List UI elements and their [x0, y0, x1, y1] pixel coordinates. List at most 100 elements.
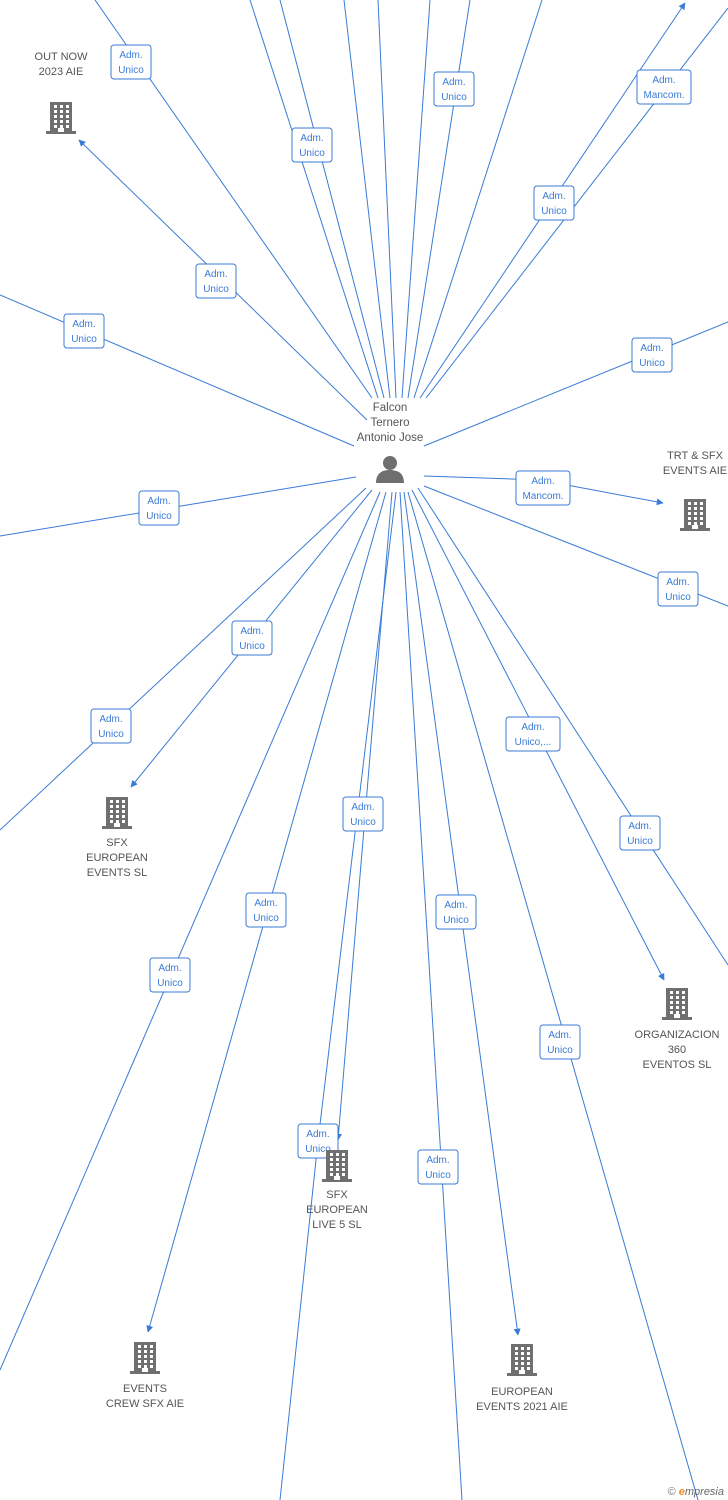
- relation-badge-box: [63, 313, 105, 349]
- relation-badge[interactable]: Adm.Mancom.: [515, 470, 571, 506]
- relation-badge-box: [657, 571, 699, 607]
- relation-badge[interactable]: Adm.Unico: [297, 1123, 339, 1159]
- relation-badge[interactable]: Adm.Unico: [149, 957, 191, 993]
- relation-badge-box: [619, 815, 661, 851]
- relation-badge-text: Adm.: [442, 77, 465, 88]
- company-label: EVENTS 2021 AIE: [476, 1401, 568, 1413]
- relation-badge-box: [291, 127, 333, 163]
- relation-badge-text: Unico: [350, 817, 376, 828]
- relation-badge-text: Adm.: [72, 319, 95, 330]
- relation-badge-box: [636, 69, 692, 105]
- relation-line: [425, 7, 728, 399]
- relation-badge-text: Unico: [639, 358, 665, 369]
- relation-badge-text: Adm.: [426, 1155, 449, 1166]
- building-icon[interactable]: [102, 797, 132, 829]
- relation-badge[interactable]: Adm. Unico: [342, 796, 384, 832]
- building-icon[interactable]: [507, 1344, 537, 1376]
- relation-badge-box: [433, 71, 475, 107]
- relation-badge-box: [417, 1149, 459, 1185]
- relation-badge[interactable]: Adm. Unico: [435, 894, 477, 930]
- relation-badge[interactable]: Adm.Unico: [195, 263, 237, 299]
- relation-badge-text: Unico: [305, 1144, 331, 1155]
- relation-badge-text: Unico: [157, 978, 183, 989]
- building-icon[interactable]: [322, 1150, 352, 1182]
- relation-badge-text: Adm.: [542, 191, 565, 202]
- company-label: SFX: [106, 837, 128, 849]
- brand-initial: e: [678, 1486, 685, 1498]
- relation-badge[interactable]: Adm. Mancom.: [636, 69, 692, 105]
- relation-badge[interactable]: Adm.Unico: [110, 44, 152, 80]
- relation-line: [401, 0, 431, 399]
- relation-badge-box: [90, 708, 132, 744]
- relation-line: [399, 491, 463, 1500]
- relation-badge-box: [435, 894, 477, 930]
- relation-badge-box: [515, 470, 571, 506]
- relation-badge[interactable]: Adm. Unico: [539, 1024, 581, 1060]
- person-icon[interactable]: [376, 456, 404, 483]
- relation-badge[interactable]: Adm.Unico: [657, 571, 699, 607]
- relation-badge-text: Adm.: [119, 50, 142, 61]
- relation-badge[interactable]: Adm. Unico: [533, 185, 575, 221]
- relation-badge-box: [138, 490, 180, 526]
- relation-badge[interactable]: Adm.Unico: [231, 620, 273, 656]
- relation-line: [249, 0, 379, 399]
- relation-badge-text: Adm.: [254, 898, 277, 909]
- relation-badge[interactable]: Adm.Unico: [433, 71, 475, 107]
- copyright-symbol: ©: [667, 1486, 676, 1498]
- relation-badge[interactable]: Adm.Unico: [90, 708, 132, 744]
- building-icon[interactable]: [662, 988, 692, 1020]
- relation-badge-text: Adm.: [99, 714, 122, 725]
- empresia-watermark[interactable]: © empresia: [668, 1486, 724, 1498]
- relation-badge[interactable]: Adm.Unico: [138, 490, 180, 526]
- relation-badge[interactable]: Adm.Unico: [631, 337, 673, 373]
- building-icon[interactable]: [46, 102, 76, 134]
- relation-badge-text: Unico: [665, 592, 691, 603]
- relation-badge[interactable]: Adm.Unico: [245, 892, 287, 928]
- relation-badge-text: Unico: [541, 206, 567, 217]
- company-label: EUROPEAN: [306, 1204, 368, 1216]
- relation-badge-text: Adm.: [548, 1030, 571, 1041]
- building-icon[interactable]: [680, 499, 710, 531]
- relation-badge-text: Adm.: [351, 802, 374, 813]
- relation-badge-box: [231, 620, 273, 656]
- relation-line: [0, 491, 381, 1371]
- person-name: Antonio Jose: [357, 432, 424, 444]
- relation-badge-text: Unico: [443, 915, 469, 926]
- relation-badge[interactable]: Adm.Unico: [619, 815, 661, 851]
- relation-line: [413, 0, 543, 399]
- relation-badge-box: [245, 892, 287, 928]
- relation-badge[interactable]: Adm.Unico: [291, 127, 333, 163]
- building-icon[interactable]: [130, 1342, 160, 1374]
- relation-badge[interactable]: Adm.Unico,...: [505, 716, 561, 752]
- relation-badge-text: Adm.: [444, 900, 467, 911]
- relation-badge-text: Unico: [425, 1170, 451, 1181]
- relation-line: [407, 491, 699, 1500]
- relation-badge[interactable]: Adm. Unico: [417, 1149, 459, 1185]
- relation-badge-text: Mancom.: [643, 90, 684, 101]
- relation-badge-text: Adm.: [652, 75, 675, 86]
- relation-badge-text: Adm.: [531, 476, 554, 487]
- company-label: EVENTS AIE: [663, 465, 727, 477]
- person-name: Ternero: [371, 417, 410, 429]
- relation-badge-text: Adm.: [521, 722, 544, 733]
- company-label: ORGANIZACION: [635, 1029, 720, 1041]
- company-label: SFX: [326, 1189, 348, 1201]
- relation-badge-box: [195, 263, 237, 299]
- company-label: CREW SFX AIE: [106, 1398, 184, 1410]
- relation-badge[interactable]: Adm.Unico: [63, 313, 105, 349]
- relation-badge-text: Unico: [547, 1045, 573, 1056]
- relation-badge-text: Adm.: [300, 133, 323, 144]
- relation-badge-box: [533, 185, 575, 221]
- relation-line: [343, 0, 391, 399]
